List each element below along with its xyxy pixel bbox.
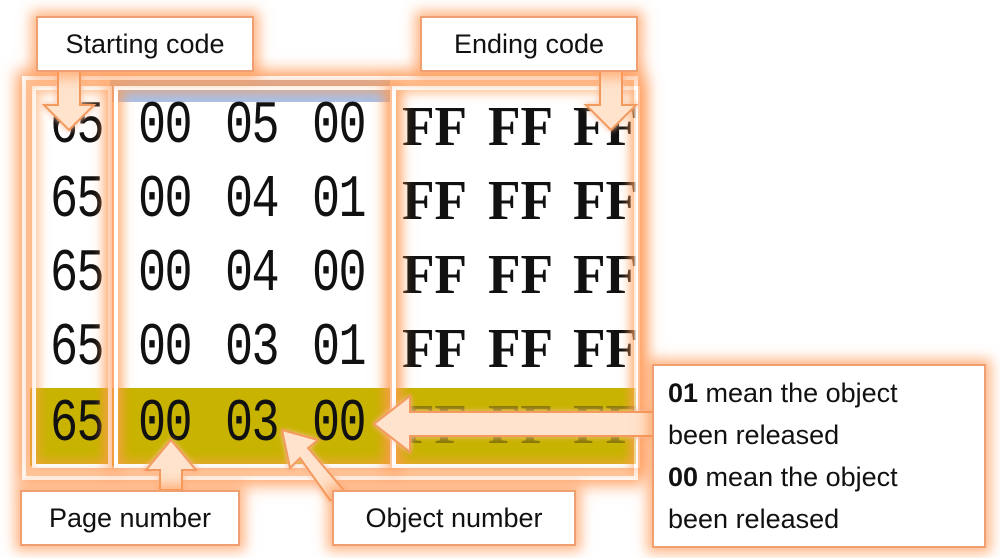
hex-cell: FF	[402, 170, 468, 232]
label-page-number: Page number	[20, 490, 240, 546]
label-starting-code-text: Starting code	[65, 28, 225, 59]
note-line-1-rest: mean the object	[698, 378, 898, 408]
hex-cell: 01	[312, 315, 367, 383]
note-line-1: 01 mean the object	[668, 372, 970, 414]
note-code-01: 01	[668, 378, 699, 408]
ending-code-frame	[392, 86, 640, 468]
hex-cell: 65	[50, 241, 105, 309]
hex-row-3: 65 00 04 00 FF FF FF	[30, 238, 638, 312]
hex-cell: FF	[488, 170, 554, 232]
note-line-3-rest: mean the object	[698, 462, 898, 492]
hex-cell: 00	[138, 167, 193, 235]
hex-cell: 65	[50, 315, 105, 383]
hex-cell: 00	[312, 93, 367, 161]
hex-cell: 65	[50, 167, 105, 235]
note-line-4: been released	[668, 504, 840, 534]
hex-cell: 03	[225, 391, 280, 459]
label-object-number-text: Object number	[365, 502, 543, 533]
hex-cell: 00	[138, 93, 193, 161]
header-strip	[110, 80, 390, 102]
hex-row-2: 65 00 04 01 FF FF FF	[30, 164, 638, 238]
hex-cell: FF	[488, 318, 554, 380]
release-status-note: 01 mean the object been released 00 mean…	[652, 364, 986, 548]
hex-cell: 04	[225, 167, 280, 235]
hex-cell: 00	[138, 241, 193, 309]
arrow-page-number	[143, 438, 199, 491]
hex-cell: FF	[488, 96, 554, 158]
hex-cell: 00	[312, 241, 367, 309]
hex-cell: FF	[488, 244, 554, 306]
hex-cell: 00	[312, 391, 367, 459]
hex-cell: 03	[225, 315, 280, 383]
hex-cell: 04	[225, 241, 280, 309]
note-code-00: 00	[668, 462, 699, 492]
hex-cell: FF	[402, 244, 468, 306]
label-page-number-text: Page number	[48, 502, 212, 533]
hex-cell: 65	[50, 391, 105, 459]
hex-cell: FF	[573, 244, 639, 306]
hex-cell: FF	[573, 170, 639, 232]
arrow-starting-code	[41, 69, 97, 132]
hex-cell: 05	[225, 93, 280, 161]
arrow-note	[372, 393, 661, 455]
label-object-number: Object number	[332, 490, 576, 546]
hex-row-4: 65 00 03 01 FF FF FF	[30, 312, 638, 386]
label-ending-code: Ending code	[420, 16, 638, 72]
arrow-ending-code	[583, 69, 639, 132]
hex-cell: FF	[573, 318, 639, 380]
hex-cell: 01	[312, 167, 367, 235]
note-line-3: 00 mean the object	[668, 456, 970, 498]
note-line-2: been released	[668, 420, 840, 450]
arrow-object-number	[280, 428, 355, 501]
label-ending-code-text: Ending code	[453, 28, 605, 59]
hex-cell: 00	[138, 315, 193, 383]
hex-cell: FF	[402, 96, 468, 158]
label-starting-code: Starting code	[36, 16, 254, 72]
hex-cell: FF	[402, 318, 468, 380]
